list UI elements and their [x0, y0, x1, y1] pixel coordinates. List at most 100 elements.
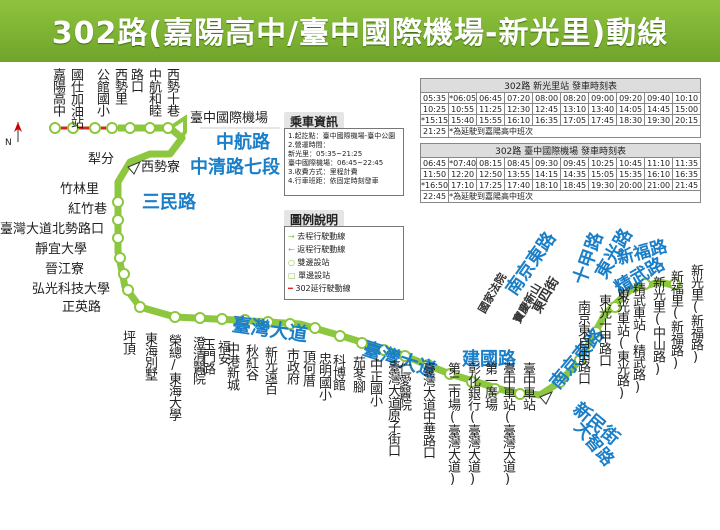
timetable-cell: 15:40: [448, 114, 478, 126]
timetable-cell: 08:45: [504, 157, 534, 169]
timetable-cell: 11:25: [476, 103, 506, 115]
timetable-cell: 11:50: [419, 168, 450, 180]
stop-marker: [574, 354, 586, 366]
stop-left-6: 晉江寮: [45, 262, 85, 277]
stop-bottom-16: 仁愛醫院: [396, 362, 411, 410]
stop-marker: [609, 301, 621, 313]
stop-marker: [639, 278, 651, 290]
stop-marker: [466, 376, 478, 388]
stop-left-5: 靜宜大學: [35, 242, 88, 257]
legend-symbol-icon: →: [288, 232, 298, 241]
stop-marker: [112, 214, 124, 226]
timetable-cell: 17:25: [476, 179, 506, 191]
timetable-cell: 09:20: [616, 92, 646, 104]
stop-marker: [334, 330, 346, 342]
timetable-cell: 09:45: [560, 157, 590, 169]
legend-label: 單邊設站: [298, 271, 331, 280]
stop-bottom-9: 市政府: [284, 348, 299, 384]
timetable-cell: 12:45: [532, 103, 562, 115]
timetable-cell: 10:10: [672, 92, 702, 104]
timetable-cell: 14:05: [616, 103, 646, 115]
timetable-cell: *15:15: [419, 114, 450, 126]
stop-bottom-21: 臺中車站(臺灣大道): [500, 362, 515, 486]
stop-top-4: 路口: [128, 68, 143, 92]
stop-marker: [106, 122, 118, 134]
timetable-cell: *16:50: [419, 179, 450, 191]
legend-box: [284, 226, 404, 300]
main-route-line: [114, 124, 681, 399]
stop-bottom-5: 福安: [215, 340, 230, 364]
legend-item: → 去程行駛動線: [288, 230, 351, 243]
stop-marker: [284, 318, 296, 330]
info-heading: 乘車資訊: [284, 112, 345, 131]
legend-symbol-icon: ○: [288, 258, 298, 267]
stop-marker: [162, 122, 174, 134]
timetable-cell: 15:05: [588, 168, 618, 180]
stop-left-3: 紅竹巷: [68, 202, 108, 217]
stop-marker: [118, 268, 130, 280]
timetable-cell: 16:35: [532, 114, 562, 126]
info-line: 2.營運時間：: [288, 141, 330, 149]
stop-bottom-14: 中正國小: [367, 358, 382, 406]
timetable-cell: 20:00: [616, 179, 646, 191]
stop-top-1: 國仕加油站: [68, 68, 83, 128]
page-title: 302路(嘉陽高中/臺中國際機場-新光里)動線: [51, 16, 669, 51]
timetable-cell: 07:20: [504, 92, 534, 104]
stop-bottom-20: 第一廣場: [482, 362, 497, 410]
stop-top-6: 西勢十巷: [164, 68, 179, 116]
stop-left-0: 犁分: [88, 152, 115, 167]
timetable-cell: 11:35: [672, 157, 702, 169]
timetable-cell: *06:05: [448, 92, 478, 104]
timetable-cell: 15:35: [616, 168, 646, 180]
legend-item: ━ 302延行駛動線: [288, 282, 351, 295]
timetable-cell: 16:10: [504, 114, 534, 126]
stop-marker: [49, 122, 61, 134]
stop-right-2: 東光車站(東光路): [614, 288, 629, 400]
stop-marker: [422, 359, 434, 371]
stop-marker: [194, 312, 206, 324]
info-line: 1.起訖點：臺中國際機場-臺中公園: [288, 132, 396, 140]
timetable-cell: 14:45: [644, 103, 674, 115]
stop-bottom-13: 茄苳腳: [350, 356, 365, 392]
legend-symbol-icon: ━: [288, 284, 296, 293]
stop-bottom-17: 臺灣大道中華路口: [420, 362, 435, 458]
stop-airport: 臺中國際機場: [190, 111, 269, 126]
info-line: 4.行車班距：依固定時刻發車: [288, 177, 379, 185]
stop-top-3: 西勢里: [112, 68, 127, 104]
legend-label: 雙邊設站: [297, 258, 330, 267]
stop-marker: [590, 326, 602, 338]
timetable-cell: 15:55: [476, 114, 506, 126]
stop-bottom-4: 玉門路: [200, 338, 215, 374]
stop-bottom-7: 秋紅谷: [243, 344, 258, 380]
timetable-cell: 05:35: [419, 92, 450, 104]
info-line: 臺中國際機場：06:45~22:45: [288, 159, 384, 167]
stop-top-2: 公館國小: [94, 68, 109, 116]
timetable-note: *為延駛到嘉陽高中班次: [448, 190, 702, 203]
info-line: 新光里：05:35~21:25: [288, 150, 363, 158]
legend-label: 去程行駛動線: [297, 232, 346, 241]
info-box: [284, 128, 404, 196]
timetable-cell: 12:20: [448, 168, 478, 180]
info-line: 3.收費方式：里程計費: [288, 168, 358, 176]
stop-marker: [114, 252, 126, 264]
stop-bottom-19: 彰化銀行(臺灣大道): [465, 362, 480, 486]
legend-symbol-icon: ←: [288, 245, 298, 254]
timetable-cell: 14:35: [560, 168, 590, 180]
stop-right-3: 精武車站(精武路): [630, 282, 645, 394]
stop-marker: [67, 122, 79, 134]
timetable-cell: 12:50: [476, 168, 506, 180]
stop-bottom-22: 臺中車站: [520, 362, 535, 410]
timetable-cell: 06:45: [476, 92, 506, 104]
stop-marker: [489, 383, 501, 395]
stop-bottom-15: 臺灣大道原子街口: [385, 360, 400, 456]
stop-right-0: 南京東自由路口: [575, 300, 590, 384]
timetable-cell: 13:10: [560, 103, 590, 115]
stop-marker: [399, 350, 411, 362]
stop-marker: [112, 232, 124, 244]
timetable-cell: 21:00: [644, 179, 674, 191]
timetable-cell: 19:30: [588, 179, 618, 191]
stop-marker: [122, 284, 134, 296]
legend-items: → 去程行駛動線← 返程行駛動線○ 雙邊設站□ 單邊設站━ 302延行駛動線: [288, 230, 351, 295]
timetable-cell: 17:45: [588, 114, 618, 126]
